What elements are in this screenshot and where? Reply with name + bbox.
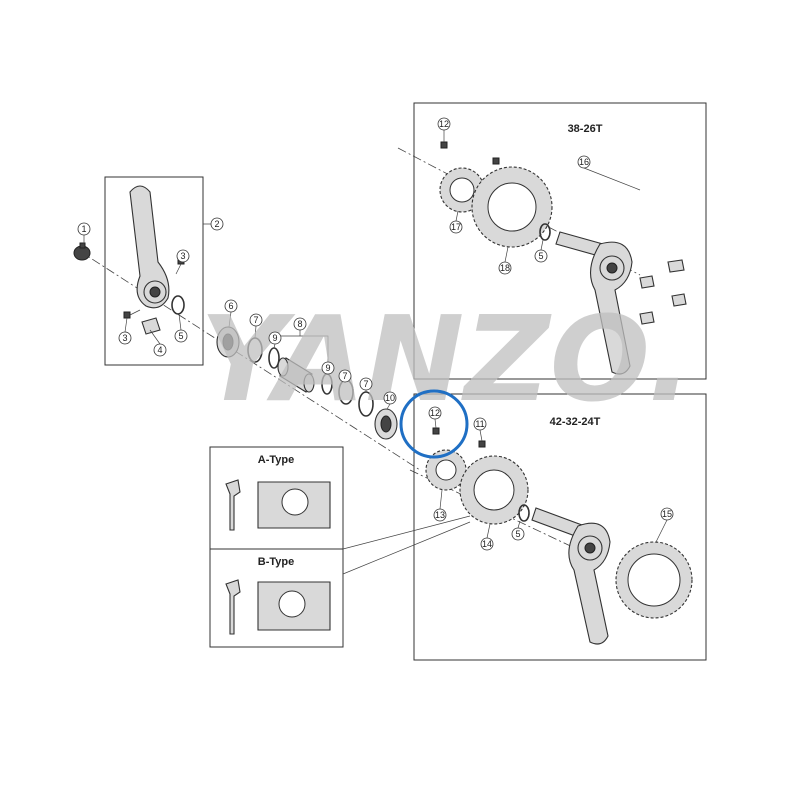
svg-text:7: 7 (253, 315, 258, 325)
top-nut-b (639, 275, 655, 289)
callout-12b: 12 (428, 406, 442, 420)
svg-text:11: 11 (475, 419, 484, 429)
callout-4: 4 (153, 343, 167, 357)
callout-8: 8 (293, 317, 307, 331)
top-spacer-ring (539, 223, 551, 241)
detail-leader-top (342, 515, 471, 550)
top-nut-a (667, 259, 685, 273)
callout-3b: 3 (118, 331, 132, 345)
callout-12a: 12 (437, 117, 451, 131)
callout-11: 11 (473, 417, 487, 431)
svg-text:7: 7 (342, 371, 347, 381)
callout-7a: 7 (249, 313, 263, 327)
svg-text:15: 15 (662, 509, 672, 519)
svg-text:13: 13 (435, 510, 445, 520)
bottom-middle-chainring (459, 455, 529, 525)
safety-plate (141, 317, 161, 335)
inner-cover-tube (277, 357, 315, 393)
callout-16: 16 (577, 155, 591, 169)
bottom-small-chainring (425, 449, 467, 491)
bottom-chainring-bolt-12 (432, 427, 440, 435)
callout-15: 15 (660, 507, 674, 521)
top-spindle-crank (555, 231, 633, 375)
wave-washer-left (171, 295, 185, 315)
callout-5c: 5 (511, 527, 525, 541)
callout-7b: 7 (338, 369, 352, 383)
svg-text:4: 4 (157, 345, 162, 355)
bottom-large-chainring (615, 541, 693, 619)
callout-7c: 7 (359, 377, 373, 391)
svg-text:14: 14 (482, 539, 492, 549)
pinch-bolt-lower (123, 309, 141, 319)
callout-5b: 5 (534, 249, 548, 263)
svg-text:7: 7 (363, 379, 368, 389)
callout-2: 2 (210, 217, 224, 231)
callout-10: 10 (383, 391, 397, 405)
svg-text:1: 1 (81, 224, 86, 234)
svg-text:2: 2 (214, 219, 219, 229)
callout-13: 13 (433, 508, 447, 522)
b-type-label: B-Type (258, 556, 294, 568)
callout-6: 6 (224, 299, 238, 313)
bottom-chainring-bolt-11 (478, 440, 486, 448)
a-type-illustration (225, 479, 331, 531)
svg-text:5: 5 (538, 251, 543, 261)
svg-text:12: 12 (430, 408, 440, 418)
svg-text:10: 10 (385, 393, 395, 403)
watermark-text: YANZO. (200, 290, 692, 428)
svg-text:3: 3 (122, 333, 127, 343)
type-detail-box (209, 446, 344, 648)
callout-18: 18 (498, 261, 512, 275)
svg-text:9: 9 (272, 333, 277, 343)
svg-text:5: 5 (515, 529, 520, 539)
bottom-spindle-crank (531, 507, 611, 645)
svg-text:16: 16 (579, 157, 589, 167)
svg-text:18: 18 (500, 263, 510, 273)
svg-text:6: 6 (228, 301, 233, 311)
svg-text:9: 9 (325, 363, 330, 373)
detail-leader-bottom (342, 521, 471, 575)
top-nut-c (671, 293, 687, 307)
b-type-illustration (225, 579, 331, 635)
highlight-circle (399, 389, 469, 459)
callout-9b: 9 (321, 361, 335, 375)
top-nut-d (639, 311, 655, 325)
callout-3a: 3 (176, 249, 190, 263)
callout-9a: 9 (268, 331, 282, 345)
svg-text:17: 17 (451, 222, 461, 232)
left-adapter-cup (216, 326, 240, 358)
crank-cap-bolt (73, 242, 91, 261)
inset-42-32-24t-box (413, 393, 707, 661)
a-type-label: A-Type (258, 454, 294, 466)
right-adapter-cup (374, 408, 398, 440)
top-chainring-bolt (440, 141, 448, 149)
left-crank-arm (129, 185, 170, 309)
top-large-chainring (471, 166, 553, 248)
left-crank-box (104, 176, 204, 366)
top-chainring-bolt-2 (492, 157, 500, 165)
svg-text:3: 3 (180, 251, 185, 261)
callout-5a: 5 (174, 329, 188, 343)
callout-14: 14 (480, 537, 494, 551)
svg-text:8: 8 (297, 319, 302, 329)
bottom-spacer-ring (518, 504, 530, 522)
callout-1: 1 (77, 222, 91, 236)
inset-38-26t-box (413, 102, 707, 380)
callout-17: 17 (449, 220, 463, 234)
svg-text:5: 5 (178, 331, 183, 341)
inset-42-32-24t-title: 42-32-24T (550, 416, 601, 428)
inset-38-26t-title: 38-26T (568, 123, 603, 135)
svg-text:12: 12 (439, 119, 449, 129)
